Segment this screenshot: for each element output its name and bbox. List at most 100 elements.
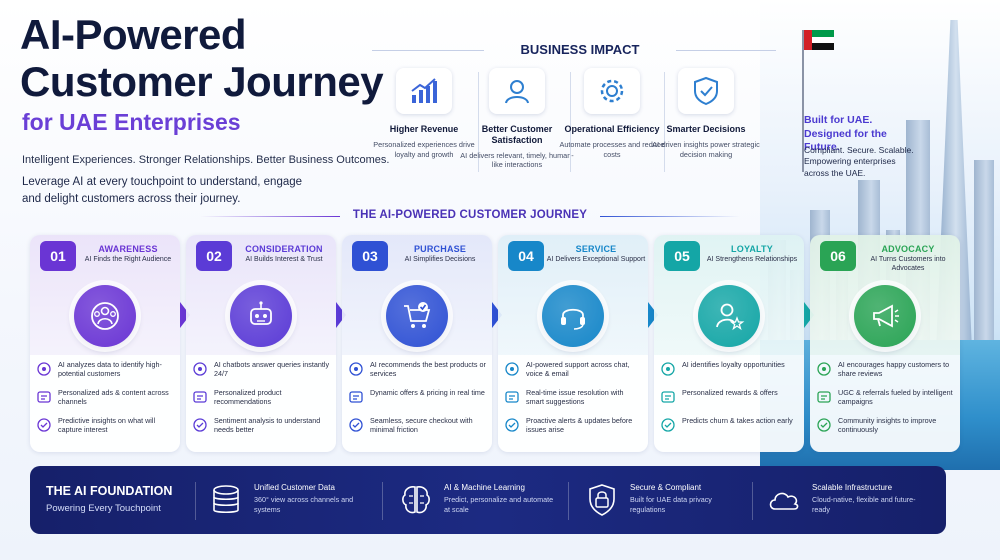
foundation-item-desc: Predict, personalize and automate at sca…: [444, 495, 554, 514]
stage-icon-circle: [74, 285, 136, 347]
stage-bullet: AI analyzes data to identify high-potent…: [36, 360, 174, 388]
stage-bullet: Predicts churn & takes action early: [660, 416, 798, 444]
stage-card-loyalty: 05 LOYALTY AI Strengthens Relationships AI …: [654, 235, 804, 452]
stage-bullet: Community insights to improve continuous…: [816, 416, 954, 444]
divider-line: [478, 72, 479, 172]
stage-bullet: Personalized ads & content across channe…: [36, 388, 174, 416]
insight-icon: [661, 418, 675, 432]
stage-tagline: AI Strengthens Relationships: [706, 256, 798, 263]
stage-number-badge: 04: [508, 241, 544, 271]
stage-tagline: AI Simplifies Decisions: [404, 256, 476, 263]
layers-icon: [37, 391, 51, 403]
stage-bullet-text: Personalized rewards & offers: [682, 388, 778, 397]
stage-icon-circle: [854, 285, 916, 347]
megaphone-icon: [873, 304, 899, 328]
stage-arrow: [492, 302, 502, 328]
growth-chart-icon: [396, 68, 452, 114]
stage-name: ADVOCACY: [881, 244, 935, 254]
customer-icon: [489, 68, 545, 114]
stage-bullets: AI chatbots answer queries instantly 24/…: [192, 360, 330, 444]
stage-bullet-text: AI analyzes data to identify high-potent…: [58, 360, 162, 379]
divider-line: [600, 216, 740, 217]
stage-number-badge: 03: [352, 241, 388, 271]
stage-bullet-text: UGC & referrals fueled by intelligent ca…: [838, 388, 953, 407]
impact-title: Better Customer Satisfaction: [481, 124, 553, 145]
stage-bullet-text: AI identifies loyalty opportunities: [682, 360, 785, 369]
stage-bullet-text: Real-time issue resolution with smart su…: [526, 388, 624, 407]
shield-check-icon: [678, 68, 734, 114]
stage-bullet: Proactive alerts & updates before issues…: [504, 416, 642, 444]
impact-title: Higher Revenue: [389, 124, 459, 134]
impact-item-decisions: Smarter Decisions AI-driven insights pow…: [647, 68, 765, 159]
uae-headline: Built for UAE. Designed for the Future.: [804, 114, 887, 154]
stage-bullet: Personalized rewards & offers: [660, 388, 798, 416]
stage-bullet-text: AI encourages happy customers to share r…: [838, 360, 950, 379]
stage-bullet-text: Community insights to improve continuous…: [838, 416, 937, 435]
stage-bullets: AI encourages happy customers to share r…: [816, 360, 954, 444]
brain-icon: [402, 486, 430, 514]
audience-target-icon: [91, 302, 119, 330]
stage-bullet-text: Personalized ads & content across channe…: [58, 388, 169, 407]
user-star-icon: [716, 303, 745, 331]
ai-foundation-bar: THE AI FOUNDATION Powering Every Touchpo…: [30, 466, 946, 534]
divider-line: [568, 482, 569, 520]
divider-line: [382, 482, 383, 520]
divider-line: [676, 50, 776, 51]
impact-desc: Personalized experiences drive loyalty a…: [373, 139, 475, 159]
stage-name: SERVICE: [575, 244, 617, 254]
stage-icon-circle: [230, 285, 292, 347]
stage-number-badge: 05: [664, 241, 700, 271]
database-icon: [213, 485, 239, 514]
stage-bullet-text: AI recommends the best products or servi…: [370, 360, 486, 379]
stage-icon-circle: [698, 285, 760, 347]
stage-bullet: Predictive insights on what will capture…: [36, 416, 174, 444]
layers-icon: [193, 391, 207, 403]
divider-line: [752, 482, 753, 520]
insight-icon: [193, 418, 207, 432]
stage-name: AWARENESS: [98, 244, 158, 254]
impact-item-efficiency: Operational Efficiency Automate processe…: [553, 68, 671, 159]
foundation-item-desc: 360° view across channels and systems: [254, 495, 354, 514]
stage-arrow: [804, 302, 814, 328]
layers-icon: [661, 391, 675, 403]
stage-number-badge: 06: [820, 241, 856, 271]
impact-title: Smarter Decisions: [666, 124, 746, 134]
impact-desc: AI delivers relevant, timely, human-like…: [460, 150, 574, 170]
impact-desc: AI-driven insights power strategic decis…: [652, 139, 760, 159]
stage-bullet-text: Predictive insights on what will capture…: [58, 416, 156, 435]
stage-tagline: AI Builds Interest & Trust: [245, 256, 323, 263]
stage-bullet-text: Predicts churn & takes action early: [682, 416, 793, 425]
page-title-line1: AI-Powered: [20, 11, 247, 58]
foundation-title: THE AI FOUNDATION: [46, 484, 173, 498]
stage-bullet: Dynamic offers & pricing in real time: [348, 388, 486, 416]
stage-bullet: Personalized product recommendations: [192, 388, 330, 416]
impact-item-revenue: Higher Revenue Personalized experiences …: [365, 68, 483, 159]
stage-number-badge: 02: [196, 241, 232, 271]
target-icon: [349, 362, 363, 376]
robot-icon: [250, 301, 272, 325]
impact-title: Operational Efficiency: [564, 124, 660, 134]
stage-bullet: Sentiment analysis to understand needs b…: [192, 416, 330, 444]
divider-line: [664, 72, 665, 172]
target-icon: [661, 362, 675, 376]
stage-tagline: AI Finds the Right Audience: [84, 256, 172, 263]
stage-icon-circle: [386, 285, 448, 347]
stage-name: LOYALTY: [731, 244, 773, 254]
stage-name: CONSIDERATION: [245, 244, 323, 254]
uae-flag-icon: [804, 30, 834, 50]
foundation-item-desc: Built for UAE data privacy regulations: [630, 495, 712, 514]
foundation-item-desc: Cloud-native, flexible and future-ready: [812, 495, 916, 514]
stage-bullet-text: AI-powered support across chat, voice & …: [526, 360, 630, 379]
divider-line: [570, 72, 571, 172]
journey-title: THE AI-POWERED CUSTOMER JOURNEY: [352, 209, 588, 221]
insight-icon: [349, 418, 363, 432]
stage-arrow: [180, 302, 190, 328]
stage-bullet-text: Sentiment analysis to understand needs b…: [214, 416, 321, 435]
stage-bullet: AI-powered support across chat, voice & …: [504, 360, 642, 388]
stage-bullet: UGC & referrals fueled by intelligent ca…: [816, 388, 954, 416]
uae-body: Compliant. Secure. Scalable. Empowering …: [804, 145, 914, 178]
